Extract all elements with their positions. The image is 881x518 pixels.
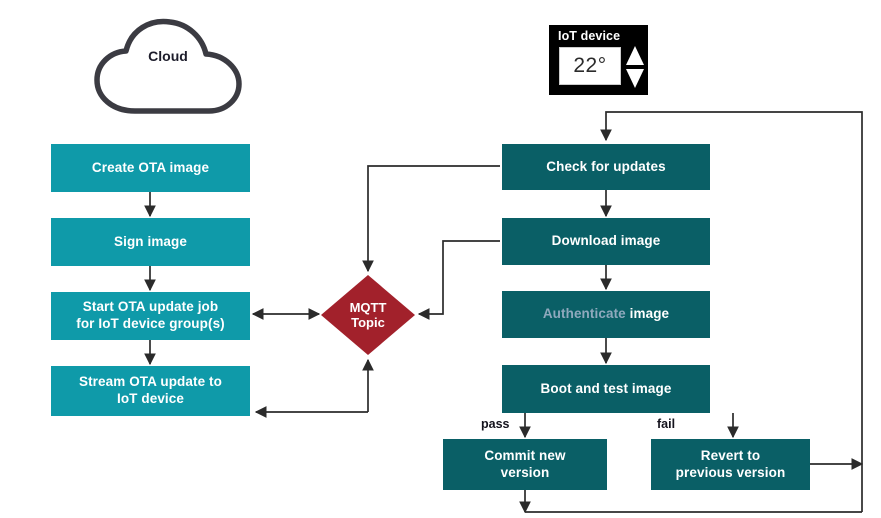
- node-label-line2: Topic: [351, 315, 385, 330]
- node-mqtt-topic[interactable]: MQTT Topic: [321, 275, 415, 355]
- iot-device-title: IoT device: [558, 29, 621, 43]
- triangle-down-icon: [626, 69, 644, 88]
- node-label-line1: Revert to: [700, 447, 761, 463]
- cloud-label: Cloud: [148, 48, 188, 64]
- node-authenticate-image[interactable]: Authenticate image: [502, 291, 710, 338]
- node-label: Stream OTA update to IoT device: [79, 374, 222, 408]
- node-check-for-updates[interactable]: Check for updates: [502, 144, 710, 190]
- node-label: Revert to previous version: [676, 448, 786, 482]
- node-label: Download image: [551, 233, 661, 249]
- node-label: Sign image: [113, 233, 187, 249]
- node-boot-and-test-image[interactable]: Boot and test image: [502, 365, 710, 413]
- node-label-line1: Start OTA update job: [82, 299, 219, 315]
- cloud-icon: [94, 18, 242, 114]
- node-label-dim-word: Authenticate: [542, 306, 626, 322]
- node-label: Create OTA image: [91, 159, 210, 175]
- node-sign-image[interactable]: Sign image: [51, 218, 250, 266]
- node-label-line1: Commit new: [484, 447, 566, 463]
- triangle-up-icon: [626, 46, 644, 65]
- node-label-line2: IoT device: [116, 391, 184, 406]
- node-label: Authenticate image: [543, 306, 669, 323]
- edge-checkupdates-to-mqtt: [362, 165, 500, 273]
- iot-device-temperature-display: 22°: [559, 47, 621, 85]
- iot-device-widget: IoT device 22°: [549, 25, 648, 95]
- node-label: Check for updates: [546, 158, 666, 174]
- branch-label-fail: fail: [657, 417, 676, 431]
- iot-device-stepper[interactable]: [625, 45, 645, 89]
- node-label-line1: MQTT: [349, 299, 387, 315]
- node-label-line1: Stream OTA update to: [78, 374, 222, 390]
- node-stream-ota-update[interactable]: Stream OTA update to IoT device: [51, 366, 250, 416]
- node-label: Commit new version: [484, 448, 565, 482]
- node-label: Boot and test image: [540, 380, 672, 396]
- node-start-ota-update-job[interactable]: Start OTA update job for IoT device grou…: [51, 292, 250, 340]
- node-label-line2: previous version: [675, 464, 786, 480]
- node-label: MQTT Topic: [321, 275, 415, 355]
- node-label-line2: version: [500, 464, 550, 480]
- node-label-bright-word: image: [629, 306, 670, 322]
- edge-right-rail-loopback: [600, 111, 863, 512]
- node-commit-new-version[interactable]: Commit new version: [443, 439, 607, 490]
- node-download-image[interactable]: Download image: [502, 218, 710, 265]
- edge-download-to-mqtt: [417, 240, 500, 320]
- node-revert-to-previous-version[interactable]: Revert to previous version: [651, 439, 810, 490]
- node-label: Start OTA update job for IoT device grou…: [76, 299, 225, 333]
- branch-label-pass: pass: [481, 417, 510, 431]
- node-create-ota-image[interactable]: Create OTA image: [51, 144, 250, 192]
- node-label-line2: for IoT device group(s): [76, 316, 225, 331]
